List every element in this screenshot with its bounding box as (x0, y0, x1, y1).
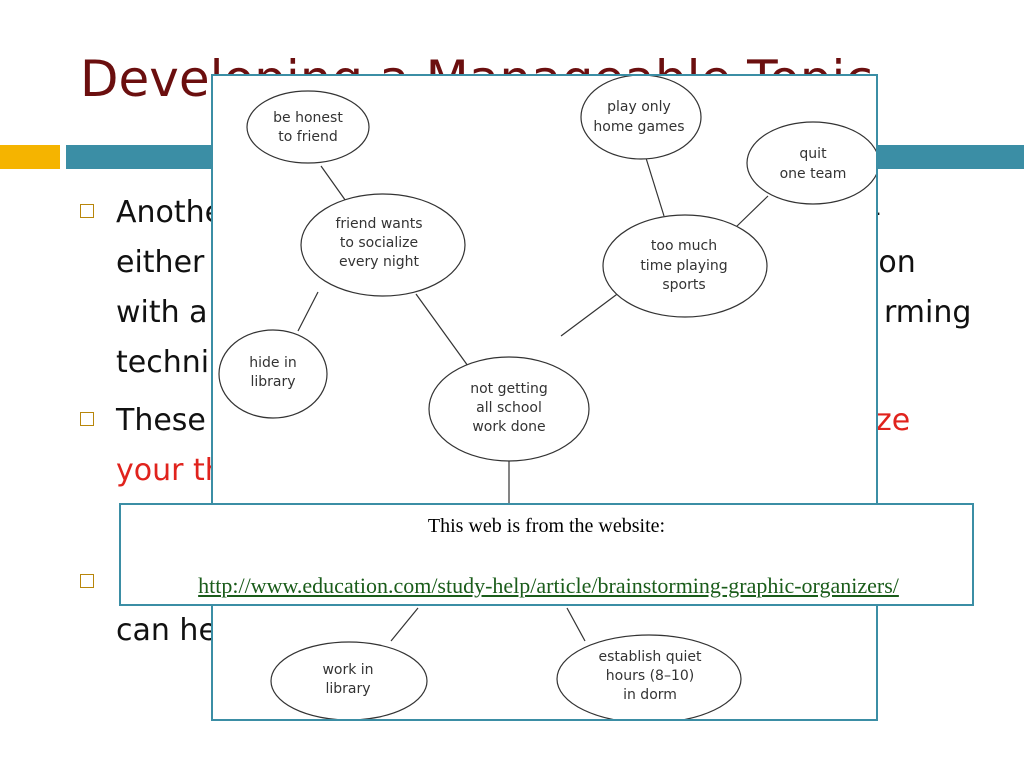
node-work-in-library-line-1: work in (322, 662, 373, 678)
node-too-much-line-2: time playing (640, 258, 727, 274)
bullet-1-line-2: either (116, 245, 205, 280)
bullet-1-line-3: with a (116, 295, 208, 330)
node-ellipse-work-in-library (270, 641, 428, 719)
node-friend-wants-line-1: friend wants (335, 216, 422, 232)
fragment-dash: - (870, 188, 930, 238)
node-ellipse-too-much (602, 214, 768, 318)
edge-quit-toomuch (734, 195, 769, 229)
bullet-square-icon (80, 412, 94, 426)
node-not-getting-line-1: not getting (470, 381, 548, 397)
edge-honest-friend (320, 165, 349, 205)
node-ellipse-quit-one-team (746, 121, 876, 205)
bullet-1-right-fragments: - ion (870, 188, 930, 288)
node-establish-quiet-line-3: in dorm (623, 687, 677, 703)
edge-friend-hide (297, 291, 319, 332)
fragment-ion: ion (870, 245, 916, 280)
bullet-3-line-1: can he (116, 613, 217, 648)
node-ellipse-friend-wants (300, 193, 466, 297)
node-work-in-library-line-2: library (325, 681, 370, 697)
node-establish-quiet-line-1: establish quiet (598, 649, 702, 665)
fragment-rming: rming (884, 295, 972, 330)
node-ellipse-be-honest (246, 90, 370, 164)
bullet-1-line-4: techni (116, 345, 210, 380)
node-ellipse-establish-quiet (556, 634, 742, 719)
source-url-link[interactable]: http://www.education.com/study-help/arti… (198, 573, 899, 598)
node-play-only-line-1: play only (607, 99, 671, 115)
bullet-2-line-1: These (116, 403, 206, 438)
node-hide-line-1: hide in (249, 355, 296, 371)
node-too-much-line-1: too much (651, 238, 717, 254)
node-ellipse-play-only (580, 76, 702, 160)
bullet-2-red-fragment: ze (876, 403, 911, 438)
edge-to-establish-quiet (566, 607, 586, 642)
node-hide-line-2: library (250, 374, 295, 390)
node-too-much-line-3: sports (662, 277, 705, 293)
node-ellipse-not-getting (428, 356, 590, 462)
source-label: This web is from the website: (427, 515, 666, 537)
node-establish-quiet-line-2: hours (8–10) (606, 668, 694, 684)
accent-bar-left (0, 145, 60, 169)
node-friend-wants-line-2: to socialize (340, 235, 418, 251)
edge-to-work-library (390, 607, 419, 642)
node-ellipse-hide-in-library (218, 329, 328, 419)
edge-playonly-toomuch (645, 157, 665, 217)
node-not-getting-line-2: all school (476, 400, 542, 416)
edge-friend-notgetting (415, 293, 469, 367)
node-friend-wants-line-3: every night (339, 254, 420, 270)
bullet-square-icon (80, 574, 94, 588)
source-caption-box: This web is from the website: http://www… (119, 503, 974, 606)
node-not-getting-line-3: work done (472, 419, 545, 435)
bullet-square-icon (80, 204, 94, 218)
node-be-honest-line-1: be honest (273, 110, 343, 126)
bullet-2-red-line: your th (116, 453, 224, 488)
node-quit-line-2: one team (780, 166, 847, 182)
node-be-honest-line-2: to friend (278, 129, 337, 145)
node-quit-line-1: quit (799, 146, 827, 162)
brainstorm-web-panel: be honest to friend friend wants to soci… (211, 74, 878, 721)
brainstorm-web: be honest to friend friend wants to soci… (218, 76, 876, 719)
node-play-only-line-2: home games (593, 119, 684, 135)
bullet-1-right-fragment-rming: rming (884, 288, 984, 338)
